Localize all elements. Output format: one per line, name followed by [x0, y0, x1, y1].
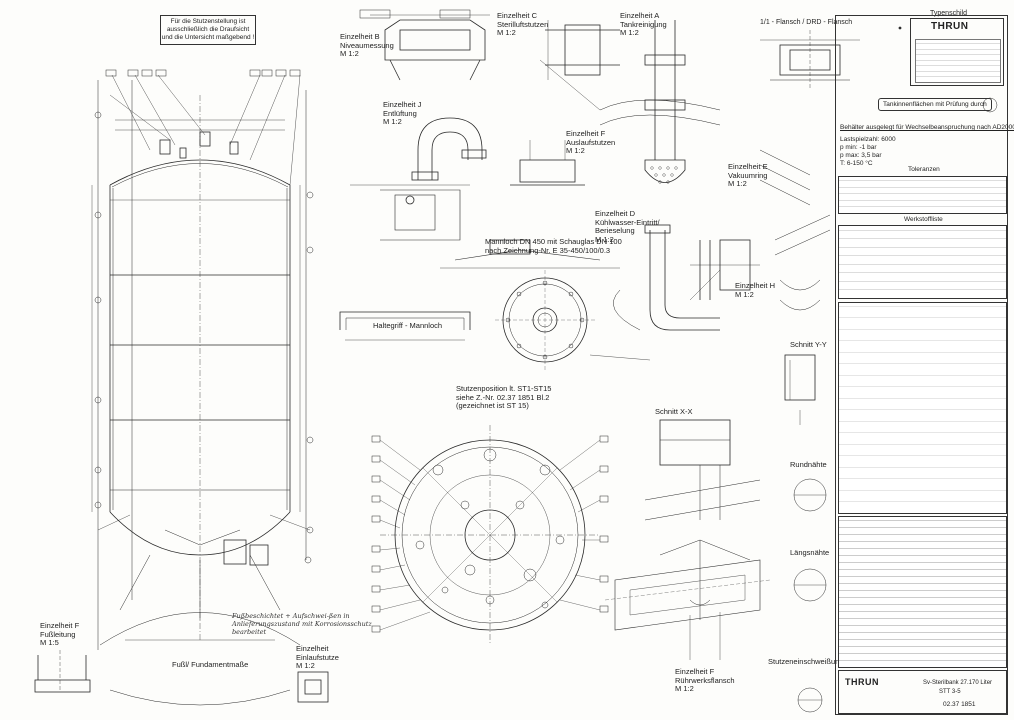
- detail-c-label: Einzelheit C Sterilluftstutzen M 1:2: [497, 11, 549, 38]
- nozzle-note: Stutzenposition lt. ST1-ST15 siehe Z.-Nr…: [456, 384, 552, 411]
- tested-stamp: Tankinnenflächen mit Prüfung durch: [878, 98, 992, 111]
- pressure-line-3: p max: 3,5 bar: [840, 152, 882, 159]
- typenschild-label: Typenschild: [930, 10, 967, 17]
- parts-list-table: [838, 516, 1007, 668]
- drawing-title-box: THRUN Sv-Sterilbank 27.170 Liter STT 3-5…: [838, 670, 1007, 714]
- stutzen-note-line-1: Für die Stutzenstellung ist: [170, 18, 246, 25]
- title-block: THRUN Tankinnenflächen mit Prüfung durch…: [835, 15, 1014, 715]
- detail-einlauf-line-3: M 1:2: [296, 661, 315, 670]
- nozzle-note-line-2: siehe Z.-Nr. 02.37 1851 Bl.2: [456, 392, 550, 402]
- flange-title: 1/1 - Flansch / DRD - Flansch: [760, 19, 853, 26]
- manhole-line-1: Mannloch DN 450 mit Schauglas DN 100: [485, 237, 622, 246]
- detail-einlauf-line-2: Einlaufstutze: [296, 652, 339, 662]
- detail-c-line-3: M 1:2: [497, 28, 516, 37]
- detail-e-line-2: Vakuumring: [728, 170, 768, 180]
- detail-f-label: Einzelheit F Auslaufstutzen M 1:2: [566, 129, 616, 156]
- detail-f-line-3: M 1:2: [566, 146, 585, 155]
- detail-d-line-3: Berieselung: [595, 226, 635, 235]
- detail-d-label: Einzelheit D Kühlwasser-Eintritt/ Beries…: [595, 209, 660, 244]
- drawing-number: 02.37 1851: [943, 701, 976, 708]
- drawing-desc: Sv-Sterilbank 27.170 Liter: [923, 680, 993, 686]
- detail-a-line-3: M 1:2: [620, 28, 639, 37]
- detail-h-line-1: Einzelheit H: [735, 281, 776, 290]
- section-xx-label: Schnitt X-X: [655, 407, 693, 416]
- detail-f-line-2: Auslaufstutzen: [566, 137, 616, 147]
- detail-f-fuss-label: Einzelheit F Fußleitung M 1:5: [40, 621, 80, 648]
- manhole-label: Mannloch DN 450 mit Schauglas DN 100 nac…: [485, 237, 622, 255]
- detail-j-line-2: Entlüftung: [383, 108, 417, 118]
- handwritten-line-3: bearbeitet: [232, 628, 267, 636]
- detail-b-line-1: Einzelheit B: [340, 32, 380, 41]
- material-table: [838, 225, 1007, 299]
- detail-j-line-3: M 1:2: [383, 117, 402, 126]
- pressure-title: Behälter ausgelegt für Wechselbeanspruch…: [840, 124, 1014, 131]
- stutzen-note-line-2: ausschließlich die Draufsicht: [166, 26, 250, 33]
- detail-f-fuss-line-3: M 1:5: [40, 638, 59, 647]
- nozzle-note-line-3: (gezeichnet ist ST 15): [456, 401, 529, 410]
- detail-a-label: Einzelheit A Tankreinigung M 1:2: [620, 11, 667, 38]
- detail-d-line-4: M 1:2: [595, 234, 614, 244]
- typenschild-box: THRUN: [910, 18, 1004, 86]
- handwritten-note: Fußbeschichtet + Aufschwei-ßen in Anlief…: [232, 612, 372, 636]
- section-stutzen-label: Stutzeneinschweißung: [768, 657, 844, 666]
- detail-c-line-2: Sterilluftstutzen: [497, 19, 549, 29]
- detail-d-line-2: Kühlwasser-Eintritt/: [595, 217, 660, 227]
- detail-e-line-1: Einzelheit E: [728, 162, 768, 171]
- detail-e-label: Einzelheit E Vakuumring M 1:2: [728, 162, 768, 189]
- detail-f-ruehr-label: Einzelheit F Rührwerksflansch M 1:2: [675, 667, 735, 694]
- pressure-line-2: p min: -1 bar: [840, 144, 877, 151]
- detail-c-line-1: Einzelheit C: [497, 11, 538, 20]
- typenschild-table: [915, 39, 1001, 83]
- detail-einlauf-label: Einzelheit Einlaufstutze M 1:2: [296, 644, 339, 671]
- drawing-sub: STT 3-5: [939, 689, 961, 695]
- fundament-label: Fußl/ Fundamentmaße: [172, 660, 249, 669]
- detail-h-line-2: M 1:2: [735, 289, 754, 299]
- detail-f-line-1: Einzelheit F: [566, 129, 606, 138]
- process-notes-table: [838, 302, 1007, 514]
- detail-f-ruehr-line-3: M 1:2: [675, 684, 694, 693]
- brand-logo: THRUN: [931, 21, 969, 32]
- handwritten-line-2: Anlieferungszustand mit Korrosionsschutz: [232, 620, 372, 628]
- pressure-line-4: T: 6-150 °C: [840, 160, 873, 167]
- brand-logo-bottom: THRUN: [845, 677, 879, 687]
- manhole-line-2: nach Zeichnung-Nr. E 35-450/100/0.3: [485, 245, 611, 255]
- detail-f-fuss-line-1: Einzelheit F: [40, 621, 80, 630]
- tolerance-title: Toleranzen: [908, 166, 940, 173]
- nozzle-note-line-1: Stutzenposition lt. ST1-ST15: [456, 384, 552, 393]
- detail-b-line-2: Niveaumessung: [340, 40, 394, 50]
- detail-a-line-2: Tankreinigung: [620, 19, 667, 29]
- detail-j-label: Einzelheit J Entlüftung M 1:2: [383, 100, 422, 127]
- detail-e-line-3: M 1:2: [728, 179, 747, 188]
- detail-b-label: Einzelheit B Niveaumessung M 1:2: [340, 32, 394, 59]
- detail-a-line-1: Einzelheit A: [620, 11, 660, 20]
- handwritten-line-1: Fußbeschichtet + Aufschwei-ßen in: [232, 612, 350, 620]
- tolerance-table: [838, 176, 1007, 214]
- detail-einlauf-line-1: Einzelheit: [296, 644, 329, 653]
- detail-b-line-3: M 1:2: [340, 49, 359, 58]
- detail-f-fuss-line-2: Fußleitung: [40, 629, 76, 639]
- detail-f-ruehr-line-1: Einzelheit F: [675, 667, 715, 676]
- detail-j-line-1: Einzelheit J: [383, 100, 422, 109]
- section-rund-label: Rundnähte: [790, 460, 827, 469]
- section-laengs-label: Längsnähte: [790, 548, 830, 557]
- detail-h-label: Einzelheit H M 1:2: [735, 281, 776, 299]
- pressure-block: Lastspielzahl: 6000 p min: -1 bar p max:…: [840, 136, 896, 168]
- stutzen-note-line-3: und die Untersicht maßgebend !: [161, 34, 255, 41]
- detail-d-line-1: Einzelheit D: [595, 209, 636, 218]
- material-title: Werkstoffliste: [904, 216, 943, 223]
- section-yy-label: Schnitt Y-Y: [790, 340, 827, 349]
- pressure-line-1: Lastspielzahl: 6000: [840, 136, 896, 143]
- handle-label: Haltegriff - Mannloch: [373, 321, 443, 330]
- detail-f-ruehr-line-2: Rührwerksflansch: [675, 675, 735, 685]
- stutzen-note: Für die Stutzenstellung ist ausschließli…: [160, 15, 256, 45]
